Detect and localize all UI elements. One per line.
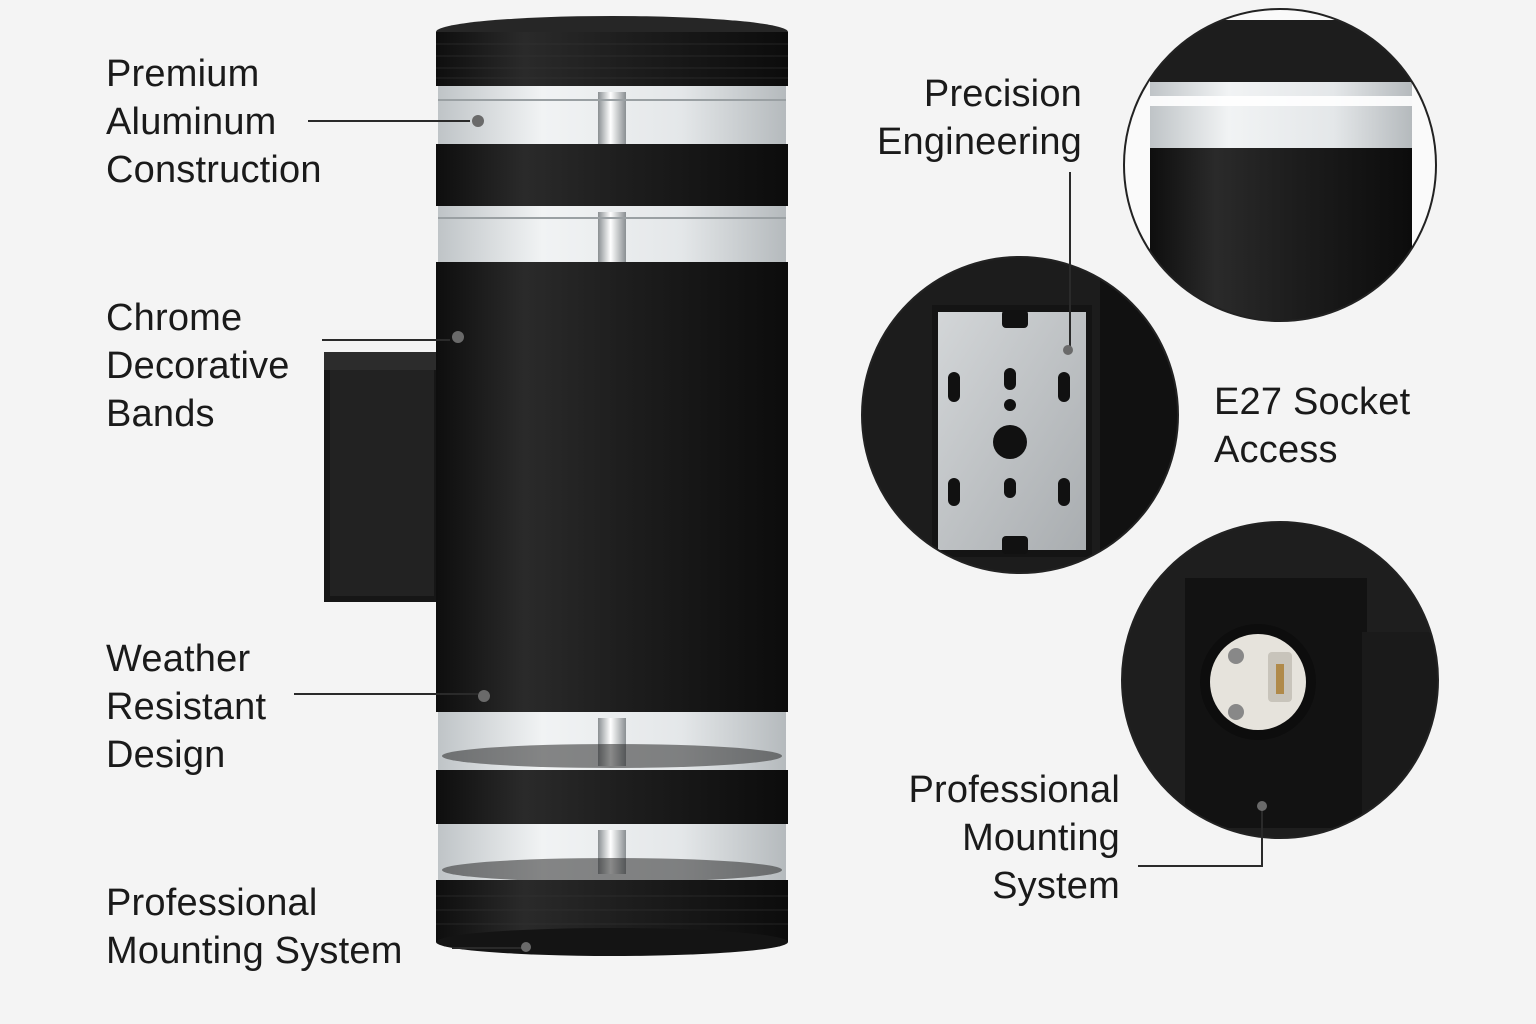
- callout-dots-left: [452, 115, 531, 952]
- callout-e27-socket: E27 Socket Access: [1214, 378, 1410, 474]
- callout-line: Aluminum: [106, 101, 277, 143]
- callout-line: Weather: [106, 638, 251, 680]
- callout-line: Decorative: [106, 345, 290, 387]
- callout-line: Mounting System: [106, 930, 403, 972]
- callout-weather-resistant: Weather Resistant Design: [106, 635, 266, 779]
- callout-line: Mounting: [962, 817, 1120, 859]
- callout-line: Professional: [106, 882, 318, 924]
- callout-line: E27 Socket: [1214, 381, 1411, 423]
- callout-line: Precision: [923, 73, 1082, 115]
- callout-line: Premium: [106, 53, 260, 95]
- callout-line: Design: [106, 734, 226, 776]
- wall-bracket: [324, 352, 454, 602]
- detail-top-band: [1123, 8, 1437, 322]
- wall-light-fixture: [436, 16, 788, 956]
- callout-line: Bands: [106, 393, 215, 435]
- callout-premium-aluminum: Premium Aluminum Construction: [106, 50, 322, 194]
- detail-mounting-plate: [861, 256, 1179, 574]
- callout-line: Engineering: [876, 121, 1082, 163]
- leader-lines-left: [294, 120, 522, 949]
- callout-line: Access: [1214, 429, 1338, 471]
- leader-lines-right: [1069, 172, 1263, 867]
- callout-line: System: [992, 865, 1120, 907]
- callout-line: Construction: [106, 149, 322, 191]
- callout-precision-engineering: Precision Engineering: [877, 70, 1082, 166]
- callout-line: Resistant: [106, 686, 267, 728]
- detail-e27-socket: [1121, 521, 1439, 839]
- callout-mounting-left: Professional Mounting System: [106, 879, 403, 975]
- callout-line: Professional: [908, 769, 1120, 811]
- callout-dots-right: [1063, 345, 1267, 811]
- callout-mounting-right: Professional Mounting System: [908, 766, 1120, 910]
- callout-line: Chrome: [106, 297, 243, 339]
- callout-chrome-bands: Chrome Decorative Bands: [106, 294, 290, 438]
